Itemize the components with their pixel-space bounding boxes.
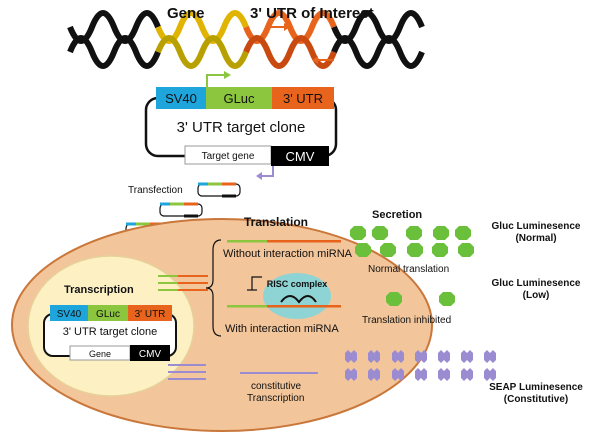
gluc-drop-1 bbox=[350, 226, 366, 240]
vector-plasmid-large: SV40 GLuc 3' UTR 3' UTR target clone Tar… bbox=[144, 71, 338, 180]
seap-sub: (Constitutive) bbox=[504, 394, 568, 405]
seap-12 bbox=[438, 368, 450, 381]
translation-title: Translation bbox=[244, 215, 308, 229]
seap-11 bbox=[415, 368, 427, 381]
seap-label: SEAP Luminesence bbox=[489, 382, 583, 393]
gene-label: Gene bbox=[167, 5, 205, 22]
gluc-drop-3 bbox=[406, 226, 422, 240]
gluc-drop-7 bbox=[380, 243, 396, 257]
vector-purple-arrowhead bbox=[256, 172, 262, 180]
mrna-without-orange bbox=[267, 240, 341, 243]
small-gluc-text: GLuc bbox=[96, 309, 120, 320]
inhibition-symbol bbox=[251, 276, 262, 290]
gluc-drop-10 bbox=[458, 243, 474, 257]
risc-complex-label: RISC complex bbox=[267, 279, 328, 289]
seap-14 bbox=[484, 368, 496, 381]
gluc-normal-label: Gluc Luminesence bbox=[492, 221, 581, 232]
small-utr-text: 3' UTR bbox=[135, 309, 166, 320]
mrna-with-green bbox=[227, 305, 267, 308]
small-sv40-block bbox=[50, 305, 88, 321]
dna-strand-black-left-b bbox=[67, 35, 161, 69]
seap-5 bbox=[438, 350, 450, 363]
vector-utr-block bbox=[272, 87, 334, 109]
transfection-label: Transfection bbox=[128, 185, 183, 196]
transfection-plasmid-2 bbox=[159, 202, 203, 218]
vector-clone-label: 3' UTR target clone bbox=[177, 119, 306, 136]
small-cmv-text: CMV bbox=[139, 349, 162, 360]
seap-10 bbox=[392, 368, 404, 381]
seap-8 bbox=[345, 368, 357, 381]
vector-utr-text: 3' UTR bbox=[283, 91, 323, 106]
transcription-title: Transcription bbox=[64, 284, 134, 296]
seap-3 bbox=[392, 350, 404, 363]
dna-strand-utr-b bbox=[243, 35, 337, 69]
seap-13 bbox=[461, 368, 473, 381]
gluc-drop-6 bbox=[355, 243, 371, 257]
small-sv40-text: SV40 bbox=[57, 309, 82, 320]
constitutive-label: constitutive bbox=[251, 381, 301, 392]
vector-sv40-block bbox=[156, 87, 206, 109]
normal-translation-label: Normal translation bbox=[368, 264, 449, 275]
mrna-without-green bbox=[227, 240, 267, 243]
gluc-normal-sub: (Normal) bbox=[515, 233, 556, 244]
seap-mrna-strand bbox=[240, 372, 318, 374]
without-interaction-label: Without interaction miRNA bbox=[223, 248, 353, 260]
vector-green-arrowhead bbox=[224, 71, 231, 79]
small-utr-block bbox=[128, 305, 172, 321]
secretion-label: Secretion bbox=[372, 209, 422, 221]
vector-cmv-block bbox=[271, 146, 329, 166]
small-gluc-block bbox=[88, 305, 128, 321]
mrna-bundle bbox=[158, 275, 208, 291]
secreted-seap bbox=[345, 350, 496, 381]
seap-2 bbox=[368, 350, 380, 363]
primer-forward-arrow bbox=[268, 23, 290, 31]
gluc-low-drop-2 bbox=[439, 292, 455, 306]
gluc-low-drop-1 bbox=[386, 292, 402, 306]
vector-sv40-text: SV40 bbox=[165, 91, 197, 106]
gluc-drop-5 bbox=[455, 226, 471, 240]
seap-1 bbox=[345, 350, 357, 363]
gluc-drop-4 bbox=[433, 226, 449, 240]
dna-strand-gene-b bbox=[155, 35, 249, 69]
gluc-drop-9 bbox=[432, 243, 448, 257]
small-gene-text: Gene bbox=[89, 349, 111, 359]
gluc-low-label: Gluc Luminesence bbox=[492, 278, 581, 289]
vector-gluc-text: GLuc bbox=[223, 91, 255, 106]
seap-4 bbox=[415, 350, 427, 363]
mrna-with-orange bbox=[267, 305, 341, 308]
gluc-low-sub: (Low) bbox=[523, 290, 550, 301]
translation-inhibited-label: Translation inhibited bbox=[362, 315, 451, 326]
vector-target-gene-text: Target gene bbox=[202, 151, 255, 162]
dna-strand-black-right-b bbox=[331, 35, 425, 69]
seap-6 bbox=[461, 350, 473, 363]
small-cmv-block bbox=[130, 345, 170, 361]
transcription-label: Transcription bbox=[247, 393, 304, 404]
seap-7 bbox=[484, 350, 496, 363]
small-clone-label: 3' UTR target clone bbox=[63, 326, 157, 338]
vector-gluc-block bbox=[206, 87, 272, 109]
vector-cmv-text: CMV bbox=[286, 149, 315, 164]
seap-mrna-bundle bbox=[168, 364, 206, 380]
vector-plasmid-small: SV40 GLuc 3' UTR 3' UTR target clone Gen… bbox=[43, 305, 177, 361]
vector-purple-arrow bbox=[262, 166, 274, 177]
gluc-drop-8 bbox=[407, 243, 423, 257]
secreted-gluc-normal bbox=[350, 226, 474, 257]
gluc-drop-2 bbox=[372, 226, 388, 240]
utr-of-interest-label: 3' UTR of Interest bbox=[250, 5, 374, 22]
transfection-plasmid-1 bbox=[197, 182, 241, 198]
pathway-bracket bbox=[205, 239, 222, 337]
primer-reverse-arrow bbox=[312, 56, 334, 64]
risc-bound-mirna bbox=[280, 295, 317, 304]
with-interaction-label: With interaction miRNA bbox=[225, 323, 339, 335]
secreted-gluc-low bbox=[386, 292, 455, 306]
seap-9 bbox=[368, 368, 380, 381]
